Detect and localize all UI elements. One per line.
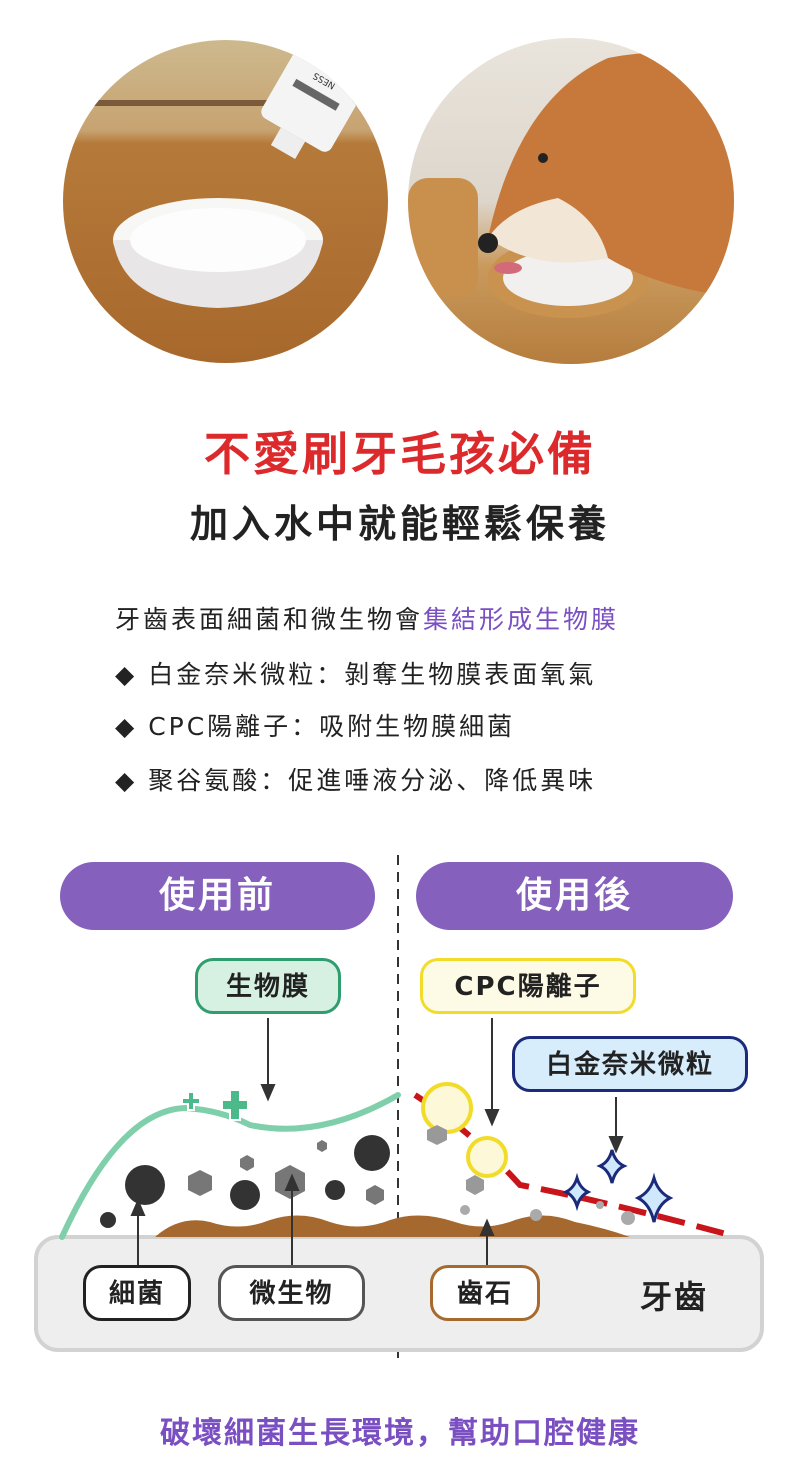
microbe-icons: [188, 1125, 635, 1225]
intro-highlight: 集結形成生物膜: [423, 605, 620, 634]
tartar-layer: [155, 1215, 630, 1237]
headline-title: 不愛刷牙毛孩必備: [204, 427, 596, 481]
description-intro: 牙齒表面細菌和微生物會集結形成生物膜: [115, 600, 619, 636]
diamond-bullet-icon: ◆: [115, 712, 149, 741]
dog-illustration: [408, 53, 734, 318]
cpc-ion: [466, 1136, 508, 1178]
bullet-item: ◆ 白金奈米微粒：剝奪生物膜表面氧氣: [115, 655, 596, 691]
tartar-label: 齒石: [430, 1265, 540, 1321]
plus-icon: [181, 1089, 249, 1121]
cpc-ion: [421, 1082, 473, 1134]
bullet-item: ◆ CPC陽離子：吸附生物膜細菌: [115, 707, 515, 743]
arrows: [130, 1018, 624, 1265]
intro-text: 牙齒表面細菌和微生物會: [115, 605, 424, 634]
tooth-label: 牙齒: [640, 1278, 709, 1316]
platinum-label: 白金奈米微粒: [512, 1036, 748, 1092]
platinum-sparkle-icon: [562, 1149, 674, 1223]
bacteria-label: 細菌: [83, 1265, 191, 1321]
biofilm-line: [59, 1092, 401, 1240]
diamond-bullet-icon: ◆: [115, 660, 149, 689]
bullet-text: 白金奈米微粒：剝奪生物膜表面氧氣: [148, 660, 597, 689]
photo-dog-drinking: [408, 38, 734, 364]
microbes-label: 微生物: [218, 1265, 365, 1321]
bullet-text: CPC陽離子：吸附生物膜細菌: [148, 712, 516, 741]
headline-subtitle: 加入水中就能輕鬆保養: [189, 502, 610, 546]
footer-tagline: 破壞細菌生長環境，幫助口腔健康: [160, 1416, 640, 1451]
before-use-pill: 使用前: [60, 862, 375, 930]
after-use-pill: 使用後: [416, 862, 733, 930]
bullet-text: 聚谷氨酸：促進唾液分泌、降低異味: [148, 766, 597, 795]
cpc-label: CPC陽離子: [420, 958, 636, 1014]
diamond-bullet-icon: ◆: [115, 766, 149, 795]
biofilm-label: 生物膜: [195, 958, 341, 1014]
bacteria-icons: [100, 1135, 390, 1228]
bullet-item: ◆ 聚谷氨酸：促進唾液分泌、降低異味: [115, 761, 596, 797]
